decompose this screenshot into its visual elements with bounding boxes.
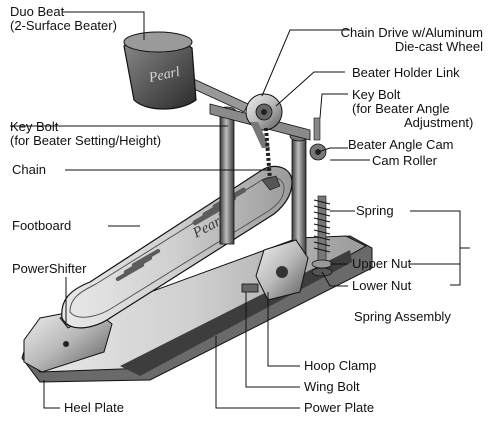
lower-nut-label: Lower Nut	[352, 278, 412, 293]
spring-assembly-label: Spring Assembly	[354, 309, 451, 324]
key-bolt-angle-title: Key Bolt	[352, 87, 401, 102]
chain-label: Chain	[12, 162, 46, 177]
left-post	[217, 106, 237, 245]
spring-shape	[311, 195, 333, 277]
duo-beat-subtitle: (2-Surface Beater)	[10, 18, 117, 33]
key-bolt-angle-sub2: Adjustment)	[404, 115, 474, 130]
heel-plate-label: Heel Plate	[64, 400, 124, 415]
leader-lines	[10, 11, 470, 409]
beater-angle-cam-label: Beater Angle Cam	[348, 137, 454, 152]
spring-label: Spring	[356, 203, 394, 218]
beater-holder-link-label: Beater Holder Link	[352, 65, 460, 80]
footboard-label: Footboard	[12, 218, 72, 233]
key-bolt-angle-sub1: (for Beater Angle	[352, 101, 450, 116]
upper-nut-label: Upper Nut	[352, 256, 412, 271]
powershifter-label: PowerShifter	[12, 261, 87, 276]
key-bolt-setting-title: Key Bolt	[10, 119, 59, 134]
key-bolt-setting-label: Key Bolt (for Beater Setting/Height)	[10, 120, 161, 148]
chain-shape	[261, 127, 281, 191]
power-plate-label: Power Plate	[304, 400, 375, 415]
hoop-clamp-label: Hoop Clamp	[304, 358, 377, 373]
svg-text:Pearl: Pearl	[147, 65, 182, 86]
duo-beat-label: Duo Beat (2-Surface Beater)	[10, 5, 117, 33]
chain-drive-label: Chain Drive w/Aluminum Die-cast Wheel	[300, 26, 483, 54]
wing-bolt-label: Wing Bolt	[304, 379, 360, 394]
chain-drive-title: Chain Drive w/Aluminum	[340, 25, 483, 40]
beater-shape: Pearl	[123, 31, 249, 113]
cam-roller-label: Cam Roller	[372, 153, 438, 168]
duo-beat-title: Duo Beat	[10, 4, 65, 19]
key-bolt-setting-subtitle: (for Beater Setting/Height)	[10, 133, 162, 148]
key-bolt-angle-label: Key Bolt (for Beater Angle Adjustment)	[352, 88, 473, 130]
chain-drive-subtitle: Die-cast Wheel	[394, 39, 483, 54]
hoop-clamp-shape	[241, 239, 309, 301]
